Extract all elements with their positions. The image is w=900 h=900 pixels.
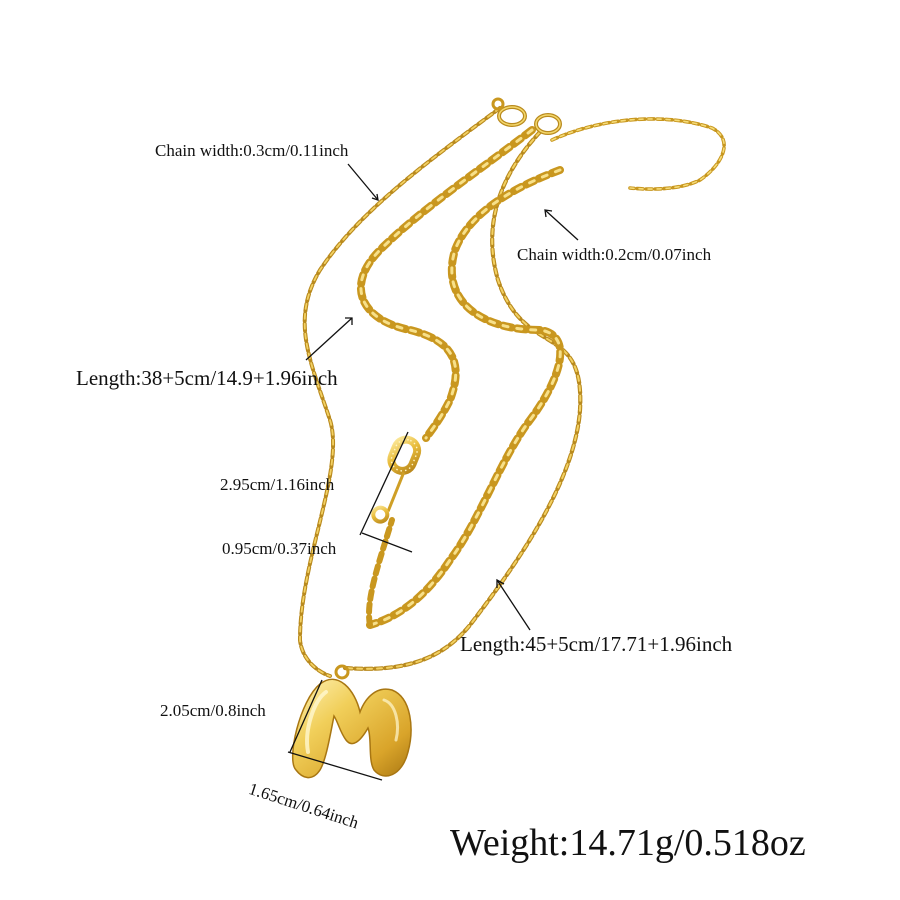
pin-width-line <box>361 532 413 553</box>
letter-height-line <box>289 679 323 753</box>
dimension-lines <box>287 163 579 781</box>
chain-width-long-label: Chain width:0.2cm/0.07inch <box>517 245 712 264</box>
length-long-label: Length:45+5cm/17.71+1.96inch <box>460 632 733 656</box>
pointer-length-long <box>496 579 531 631</box>
pointer-chain-width-long <box>544 209 579 241</box>
length-short-label: Length:38+5cm/14.9+1.96inch <box>76 366 338 390</box>
pin-height-line <box>359 431 409 536</box>
letter-m-pendant <box>292 664 412 779</box>
letter-height-label: 2.05cm/0.8inch <box>160 701 266 720</box>
letter-width-line <box>287 751 383 781</box>
safety-pin-charm <box>371 435 422 524</box>
lobster-clasp-left <box>491 97 527 127</box>
weight-label: Weight:14.71g/0.518oz <box>450 822 806 864</box>
lobster-clasp-right <box>534 113 562 135</box>
pin-height-label: 2.95cm/1.16inch <box>220 475 335 494</box>
pointer-length-short <box>305 317 353 361</box>
chain-width-short-label: Chain width:0.3cm/0.11inch <box>155 141 349 160</box>
pin-width-label: 0.95cm/0.37inch <box>222 539 337 558</box>
short-cable-chain <box>297 106 502 678</box>
pointer-chain-width-short <box>347 163 379 201</box>
flat-link-chain <box>357 126 565 629</box>
long-cable-chain <box>342 117 726 671</box>
